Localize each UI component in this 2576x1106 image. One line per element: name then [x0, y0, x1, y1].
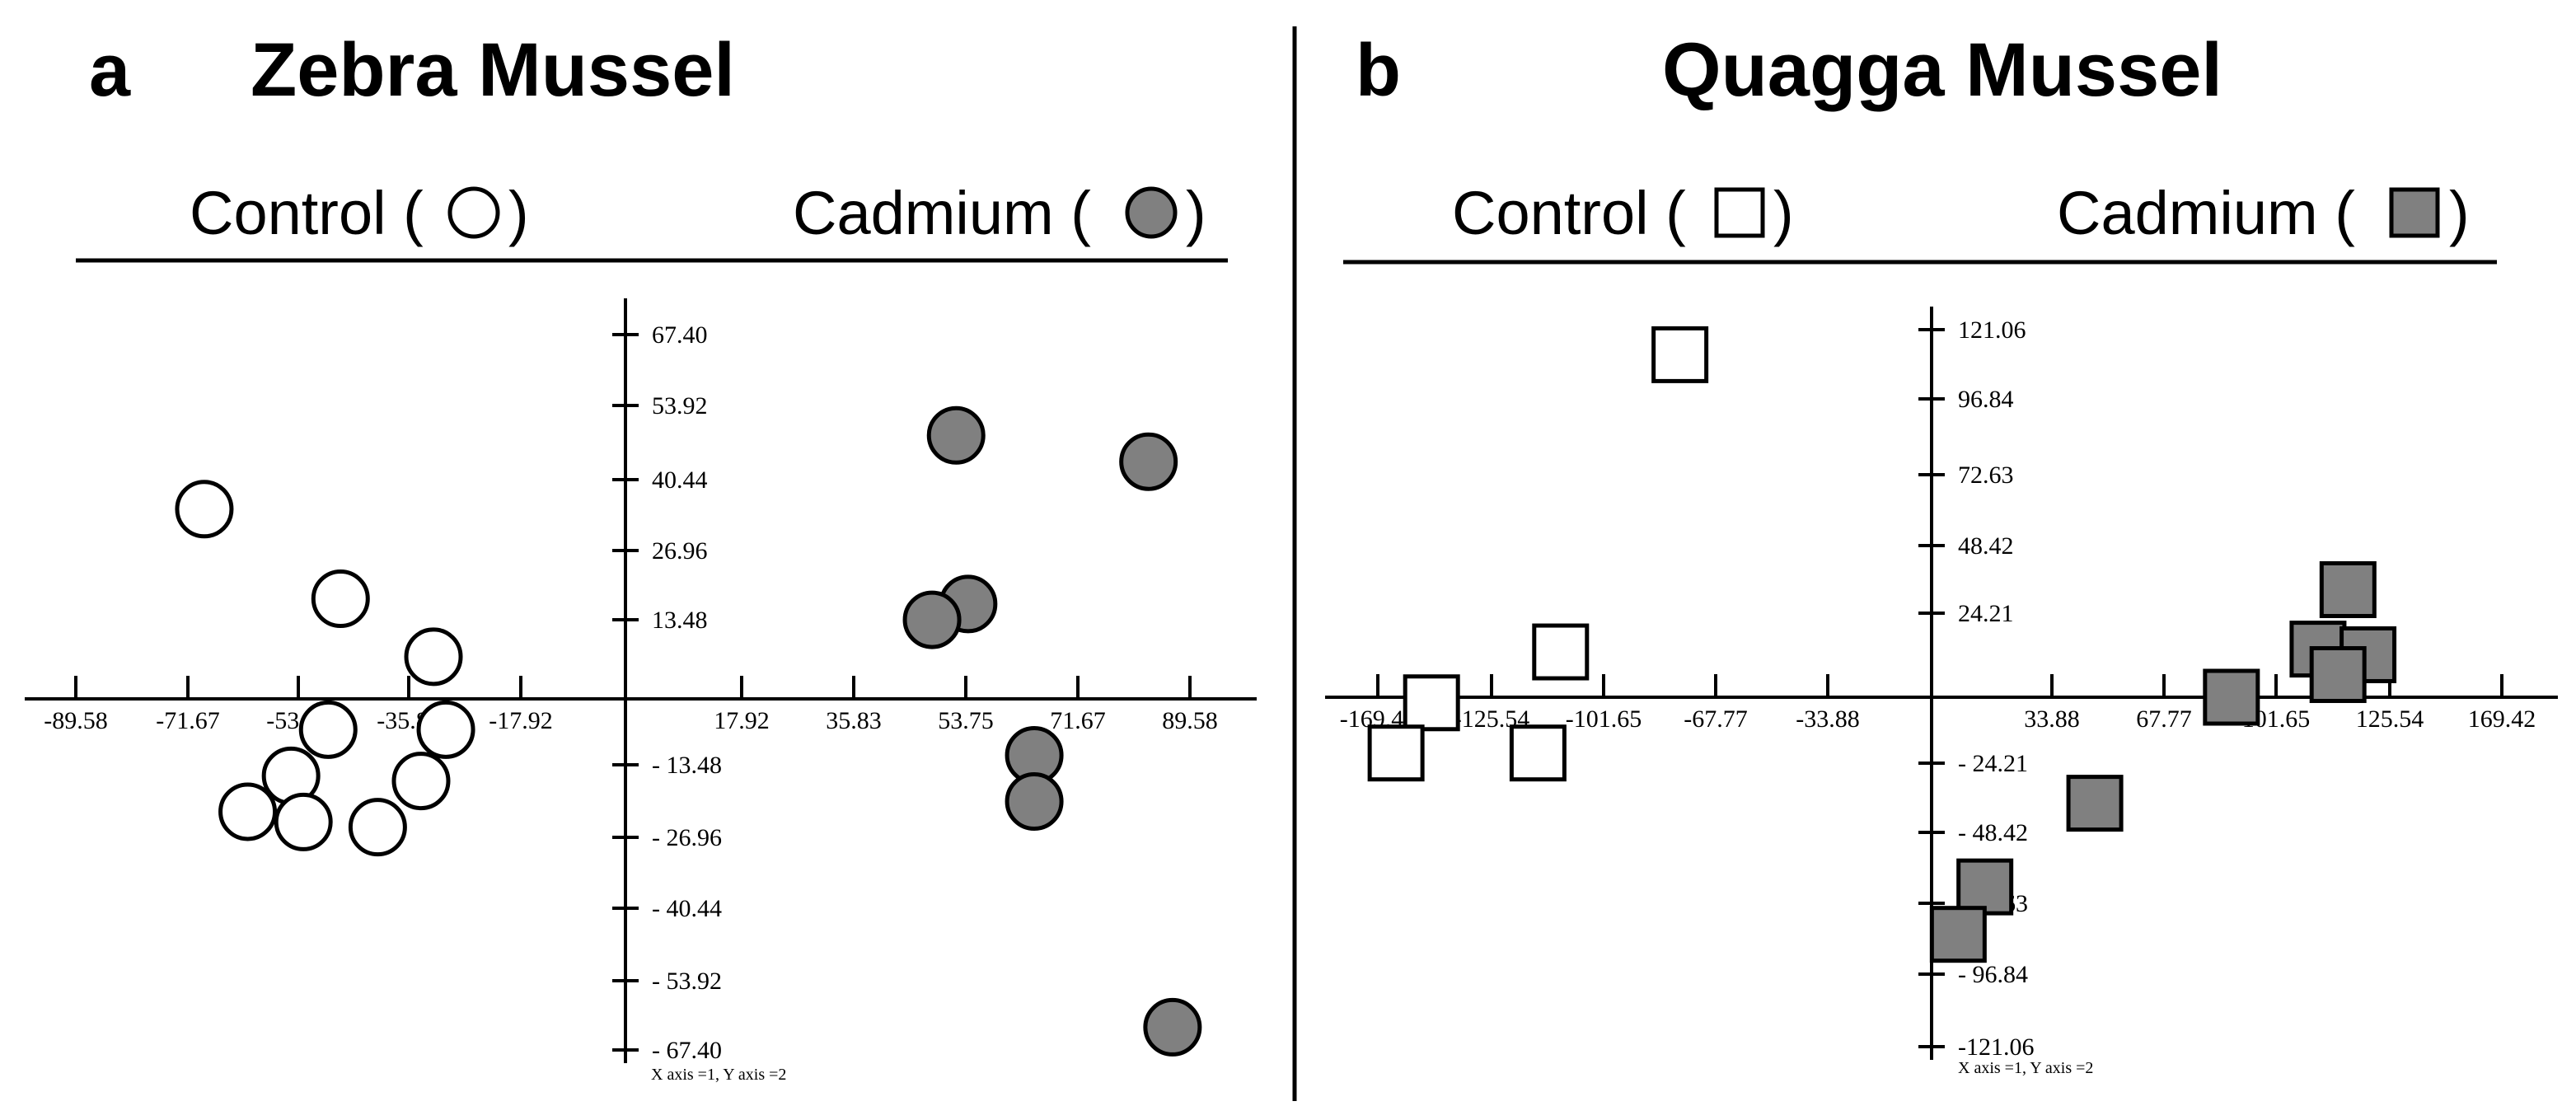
panel-b-cadmium-point — [2203, 668, 2260, 726]
panel-b-y-tick-label: 24.21 — [1958, 600, 2014, 627]
panel-b-y-tick-label: - 48.42 — [1958, 819, 2028, 846]
panel-b-axis-note: X axis =1, Y axis =2 — [1958, 1059, 2093, 1077]
panel-a-y-tick-label: 13.48 — [652, 607, 708, 634]
panel-a-x-tick-label: 17.92 — [714, 707, 770, 734]
panel-a-control-point — [404, 627, 463, 687]
panel-b-x-tick-label: 125.54 — [2356, 705, 2424, 733]
panel-a-y-tick-label: - 26.96 — [652, 824, 722, 851]
panel-a-x-tick-label: -17.92 — [489, 707, 553, 734]
panel-b-control-point — [1403, 674, 1460, 732]
panel-a-title: Zebra Mussel — [251, 28, 735, 112]
panel-a-control-point — [298, 700, 358, 759]
panel-b-cadmium-point — [2066, 775, 2124, 832]
panel-b-y-tick-label: - 96.84 — [1958, 961, 2028, 988]
panel-a-control-point — [311, 569, 370, 628]
panel-b-letter: b — [1356, 30, 1401, 112]
panel-b-cadmium-point — [2319, 560, 2377, 618]
panel-b-y-tick-label: 96.84 — [1958, 386, 2014, 413]
panel-a-control-point — [175, 480, 234, 539]
panel-b-y-tick-label: 121.06 — [1958, 316, 2026, 344]
panel-a-y-tick-label: 40.44 — [652, 466, 708, 494]
panel-a-cadmium-point — [926, 405, 986, 465]
panel-b-legend-control-close: ) — [1773, 179, 1794, 247]
panel-b-legend-cadmium-label: Cadmium ( — [2057, 179, 2355, 247]
panel-b-x-tick-label: 33.88 — [2024, 705, 2080, 733]
panel-a-legend-control-label: Control ( — [190, 179, 424, 247]
panel-a-legend-cadmium-label: Cadmium ( — [793, 179, 1091, 247]
panel-a-control-point — [391, 752, 451, 811]
panel-b-x-tick-label: 169.42 — [2468, 705, 2536, 733]
panel-a-axis-note: X axis =1, Y axis =2 — [651, 1066, 786, 1084]
panel-a-control-point — [416, 700, 475, 759]
panel-b-cadmium-point — [1956, 858, 2014, 916]
panel-a-legend-cadmium-marker — [1125, 186, 1178, 239]
panel-b-title: Quagga Mussel — [1662, 28, 2222, 112]
panel-b-y-tick-label: - 24.21 — [1958, 750, 2028, 777]
panel-a-y-tick-label: - 67.40 — [652, 1037, 722, 1064]
panel-a-control-point — [218, 782, 278, 841]
panel-a-x-tick-label: 53.75 — [938, 707, 994, 734]
panel-a-y-tick-label: - 40.44 — [652, 895, 722, 922]
panel-a-x-tick-label: 71.67 — [1050, 707, 1106, 734]
panel-a-cadmium-point — [1005, 772, 1064, 832]
panel-b-x-tick-label: -101.65 — [1566, 705, 1642, 733]
panel-b-control-point — [1367, 724, 1425, 782]
panel-a-legend-cadmium-close: ) — [1186, 179, 1206, 247]
panel-a-letter: a — [89, 30, 131, 112]
panel-b-y-tick-label: 48.42 — [1958, 532, 2014, 560]
panel-a-y-tick-label: 26.96 — [652, 537, 708, 565]
panel-a-cadmium-point — [1119, 432, 1178, 491]
panel-a-x-tick-label: 35.83 — [826, 707, 882, 734]
panel-b-y-tick-label: -121.06 — [1958, 1033, 2035, 1061]
panel-b-x-tick-label: -67.77 — [1684, 705, 1748, 733]
panel-b-header: b Quagga Mussel Control ( ) Cadmium ( ) — [1343, 28, 2497, 265]
panel-b-cadmium-point — [1929, 906, 1987, 963]
panel-a-x-tick-label: 89.58 — [1162, 707, 1218, 734]
panel-b-control-point — [1651, 326, 1709, 383]
panel-b-legend-cadmium-close: ) — [2449, 179, 2470, 247]
panel-a-cadmium-point — [1143, 997, 1202, 1057]
panel-a-y-tick-label: - 53.92 — [652, 968, 722, 995]
panel-b-control-point — [1532, 623, 1590, 681]
panel-b-legend-control-label: Control ( — [1452, 179, 1686, 247]
panel-a-x-tick-label: -71.67 — [156, 707, 220, 734]
panel-a-cadmium-point — [902, 590, 962, 649]
panel-b-x-tick-label: -33.88 — [1796, 705, 1860, 733]
panel-a-legend-control-close: ) — [508, 179, 529, 247]
panel-b-x-tick-label: 67.77 — [2136, 705, 2192, 733]
panel-b-y-tick-label: 72.63 — [1958, 462, 2014, 489]
panel-b-control-point — [1509, 724, 1567, 782]
panel-a-header: a Zebra Mussel Control ( ) Cadmium ( ) — [76, 28, 1228, 263]
panel-a-control-point — [274, 792, 333, 851]
panel-a-x-tick-label: -89.58 — [44, 707, 108, 734]
panel-b-legend-cadmium-marker — [2389, 187, 2440, 238]
panel-a-y-tick-label: 53.92 — [652, 392, 708, 419]
panel-a-legend-control-marker — [447, 186, 500, 239]
panel-b-cadmium-point — [2309, 646, 2367, 704]
panel-a-y-tick-label: - 13.48 — [652, 752, 722, 779]
panel-a-y-tick-label: 67.40 — [652, 321, 708, 349]
panel-b-legend-control-marker — [1714, 187, 1765, 238]
panel-a-control-point — [348, 798, 407, 857]
